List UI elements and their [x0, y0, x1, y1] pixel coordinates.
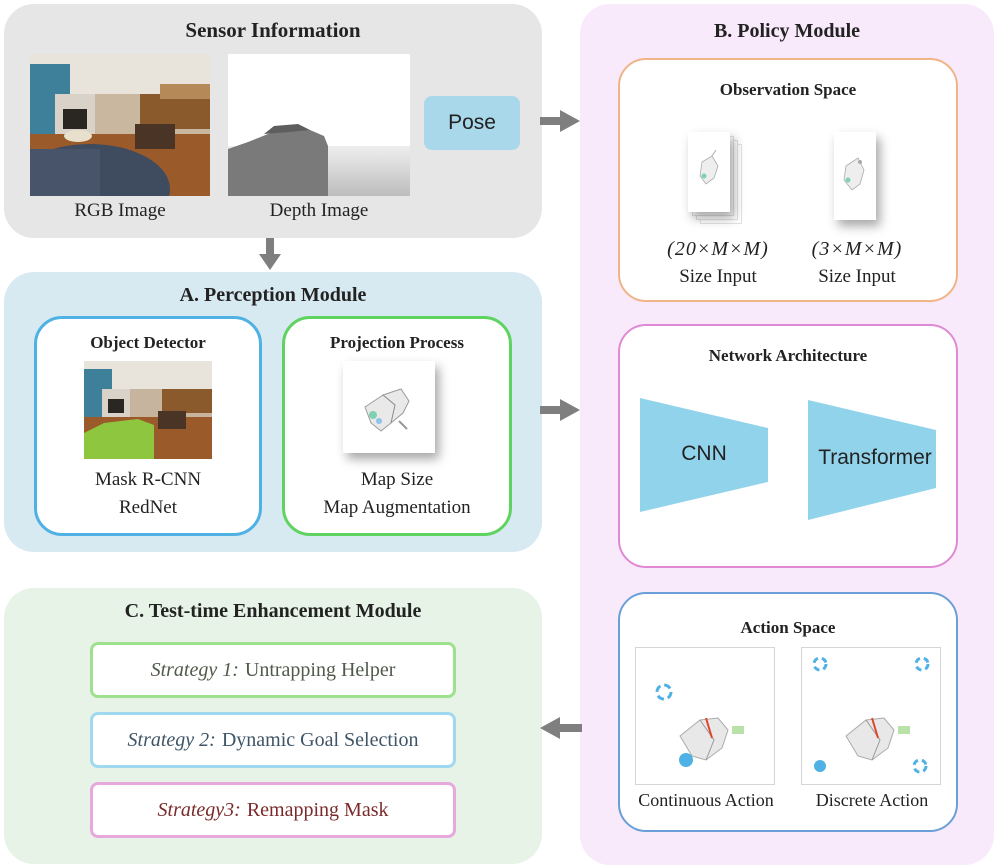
- action-space-box: Action Space Continuous Action: [618, 592, 958, 832]
- detector-line1: Mask R-CNN: [94, 469, 202, 490]
- observation-space-box: Observation Space (20×M×M) Size: [618, 58, 958, 302]
- pose-box: Pose: [424, 96, 520, 150]
- transformer-trapezoid: [808, 400, 936, 520]
- rgb-image: [30, 54, 210, 196]
- network-title: Network Architecture: [708, 346, 868, 365]
- input1-label: Size Input: [679, 266, 757, 287]
- continuous-action-map: [636, 648, 774, 784]
- discrete-action-label: Discrete Action: [815, 790, 929, 810]
- depth-image-label: Depth Image: [269, 200, 369, 221]
- projected-map-image: [343, 361, 435, 453]
- observation-title: Observation Space: [719, 80, 857, 99]
- arrow-sensor-to-policy: [540, 110, 580, 132]
- sensor-title: Sensor Information: [185, 18, 361, 42]
- object-detector-box: Object Detector Mask R-CNN RedNet: [34, 316, 262, 536]
- projection-title: Projection Process: [330, 333, 464, 352]
- strategy-1-box: Strategy 1: Untrapping Helper: [90, 642, 456, 698]
- object-detector-title: Object Detector: [90, 333, 206, 352]
- policy-title: B. Policy Module: [713, 20, 861, 42]
- projection-line1: Map Size: [360, 469, 434, 490]
- cnn-label: CNN: [681, 442, 727, 465]
- network-architecture-box: Network Architecture CNN Transformer: [618, 324, 958, 568]
- arrow-sensor-to-perception: [259, 238, 281, 270]
- perception-title: A. Perception Module: [179, 284, 367, 306]
- strategy-1-prefix: Strategy 1:: [150, 658, 239, 681]
- input2-dims: (3×M×M): [811, 238, 903, 260]
- depth-image: [228, 54, 410, 196]
- discrete-action-map: [802, 648, 940, 784]
- action-title: Action Space: [740, 618, 836, 637]
- arrow-policy-to-enhancement: [540, 717, 582, 739]
- perception-module-panel: A. Perception Module Object Detector Mas…: [4, 272, 542, 552]
- rgb-image-label: RGB Image: [74, 200, 166, 221]
- detector-line2: RedNet: [118, 497, 178, 518]
- continuous-action-label: Continuous Action: [638, 790, 774, 810]
- strategy-1-text: Untrapping Helper: [244, 658, 396, 681]
- input1-dims: (20×M×M): [667, 238, 769, 260]
- sensor-information-panel: Sensor Information RGB Image: [4, 4, 542, 238]
- projection-line2: Map Augmentation: [323, 497, 471, 518]
- strategy-2-box: Strategy 2: Dynamic Goal Selection: [90, 712, 456, 768]
- strategy-2-prefix: Strategy 2:: [127, 728, 216, 751]
- strategy-2-text: Dynamic Goal Selection: [221, 728, 419, 751]
- policy-module-panel: B. Policy Module Observation Space: [580, 4, 994, 865]
- test-time-enhancement-panel: C. Test-time Enhancement Module Strategy…: [4, 588, 542, 864]
- input2-label: Size Input: [818, 266, 896, 287]
- detector-output-image: [84, 361, 212, 459]
- strategy-3-box: Strategy3: Remapping Mask: [90, 782, 456, 838]
- single-map-input: [834, 132, 876, 220]
- cnn-trapezoid: [640, 398, 768, 512]
- strategy-3-text: Remapping Mask: [246, 798, 389, 821]
- arrow-perception-to-policy: [540, 399, 580, 421]
- enhancement-title: C. Test-time Enhancement Module: [124, 600, 422, 622]
- transformer-label: Transformer: [818, 446, 932, 469]
- strategy-3-prefix: Strategy3:: [157, 798, 241, 821]
- projection-process-box: Projection Process Map Size Map Augmenta…: [282, 316, 512, 536]
